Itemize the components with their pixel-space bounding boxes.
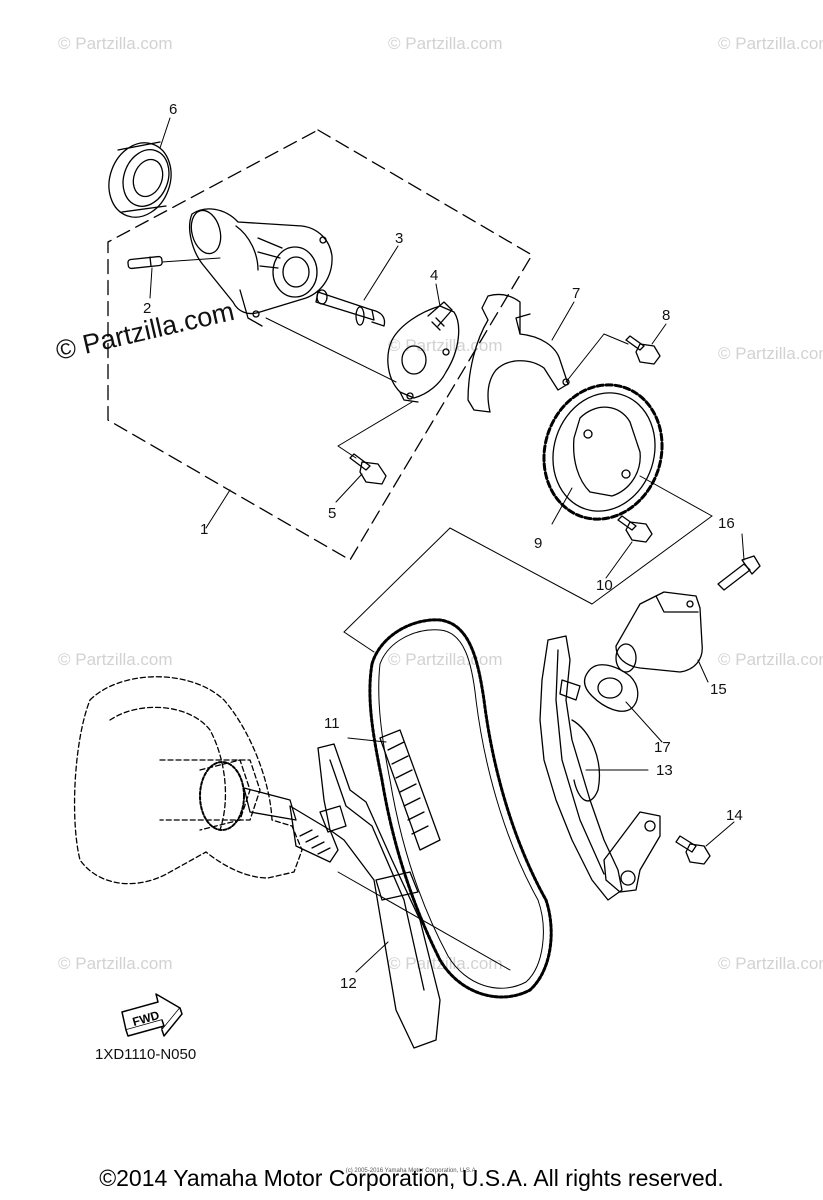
callout-16: 16 (718, 515, 735, 532)
watermark: © Partzilla.com (718, 34, 823, 53)
watermark: © Partzilla.com (388, 336, 503, 355)
callout-9: 9 (534, 535, 542, 552)
bolt-part (625, 335, 661, 365)
callout-15: 15 (710, 681, 727, 698)
crankshaft-reference (73, 676, 303, 885)
watermark: © Partzilla.com (718, 650, 823, 669)
watermark: © Partzilla.com (388, 34, 503, 53)
chain-guide-part (317, 743, 441, 1049)
watermark: © Partzilla.com (58, 650, 173, 669)
tensioner-part (615, 591, 703, 673)
watermark: © Partzilla.com (58, 34, 173, 53)
callout-12: 12 (340, 975, 357, 992)
cam-sprocket-part (542, 383, 664, 521)
crankshaft-gear (199, 761, 339, 863)
bolt-part (717, 555, 761, 591)
callout-10: 10 (596, 577, 613, 594)
cam-chain-part (368, 618, 553, 999)
callout-11: 11 (324, 715, 340, 732)
watermark: © Partzilla.com (718, 954, 823, 973)
callout-5: 5 (328, 505, 336, 522)
watermark: © Partzilla.com (718, 344, 823, 363)
callout-4: 4 (430, 267, 438, 284)
chain-segment-part (379, 729, 441, 851)
callout-2: 2 (143, 300, 151, 317)
bearing-part (108, 141, 172, 218)
callout-8: 8 (662, 307, 670, 324)
bolt-part (349, 453, 387, 485)
dowel-pin-part (127, 255, 163, 270)
callout-6: 6 (169, 101, 177, 118)
bracket-part (603, 811, 711, 893)
callout-13: 13 (656, 762, 673, 779)
forward-arrow-icon: FWD (121, 993, 183, 1037)
lock-plate-part (467, 293, 570, 413)
callout-17: 17 (654, 739, 671, 756)
watermark: © Partzilla.com (58, 954, 173, 973)
diagram-code: 1XD1110-N050 (95, 1046, 197, 1063)
shaft-part (315, 289, 386, 327)
assembly-boundary (107, 129, 533, 561)
camshaft-part (189, 208, 333, 327)
tensioner-guide-part (539, 635, 623, 901)
reference-lines (149, 117, 745, 973)
callout-7: 7 (572, 285, 580, 302)
callout-14: 14 (726, 807, 743, 824)
footer-copyright: ©2014 Yamaha Motor Corporation, U.S.A. A… (99, 1165, 724, 1191)
cam-chain-part (378, 629, 544, 989)
callout-1: 1 (200, 521, 208, 538)
bolt-part (617, 515, 653, 543)
small-copyright: (c) 2005-2016 Yamaha Motor Corporation, … (345, 1168, 478, 1174)
decompressor-part (387, 301, 460, 403)
callout-3: 3 (395, 230, 403, 247)
callout-labels: 1 2 3 4 5 6 7 8 9 10 11 12 13 14 15 16 1… (143, 101, 743, 992)
